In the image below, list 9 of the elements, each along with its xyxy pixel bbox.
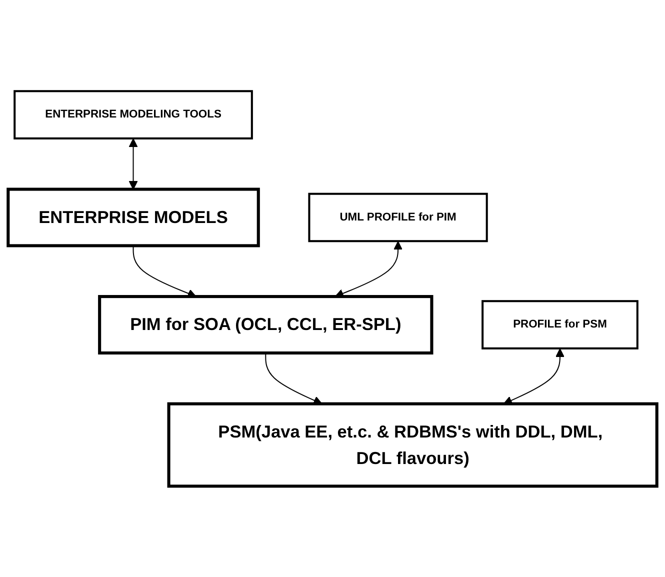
node-box: ENTERPRISE MODELING TOOLS (14, 90, 253, 140)
arrow (265, 352, 322, 404)
arrow (503, 348, 564, 404)
node-box: PSM(Java EE, et.c. & RDBMS's with DDL, DML, DCL flavours) (167, 402, 658, 488)
node-box: UML PROFILE for PIM (308, 192, 488, 242)
node-box: PIM for SOA (OCL, CCL, ER-SPL) (98, 294, 434, 354)
node-box: ENTERPRISE MODELS (6, 188, 260, 248)
arrow (128, 138, 138, 190)
node-box: PROFILE for PSM (482, 300, 638, 350)
